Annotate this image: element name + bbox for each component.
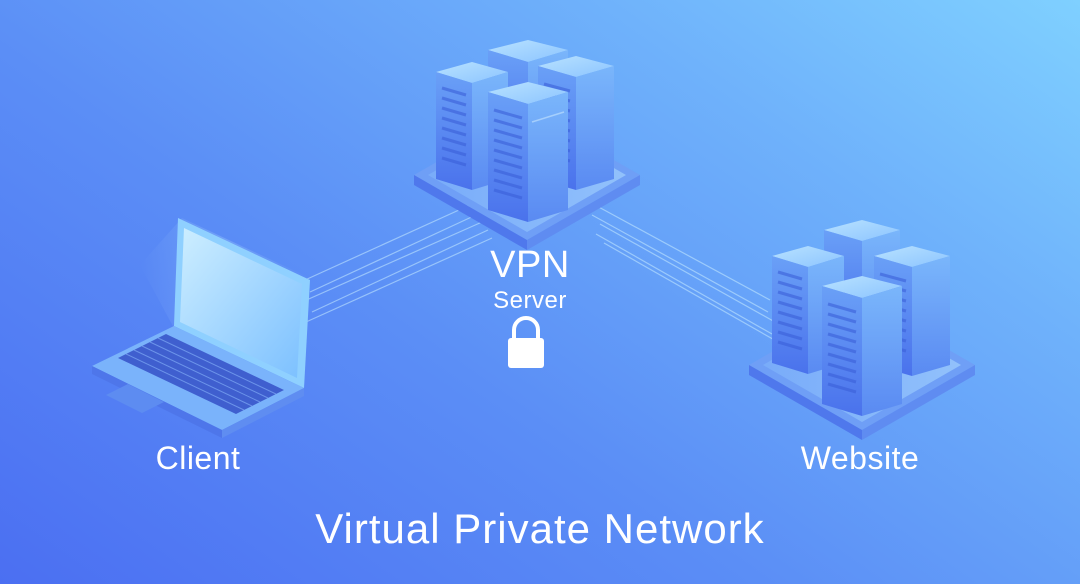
website-label: Website xyxy=(800,440,920,476)
vpn-server-cluster-icon xyxy=(414,40,640,250)
website-server-cluster-icon xyxy=(749,220,975,440)
client-laptop-icon xyxy=(92,218,310,438)
diagram-caption: Virtual Private Network xyxy=(315,505,765,552)
client-label: Client xyxy=(155,440,241,476)
connection-client-vpn xyxy=(301,204,493,323)
connection-vpn-website xyxy=(591,204,779,343)
lock-icon xyxy=(508,316,544,368)
vpn-server-sublabel: Server xyxy=(493,287,567,314)
vpn-label: VPN xyxy=(490,244,570,286)
